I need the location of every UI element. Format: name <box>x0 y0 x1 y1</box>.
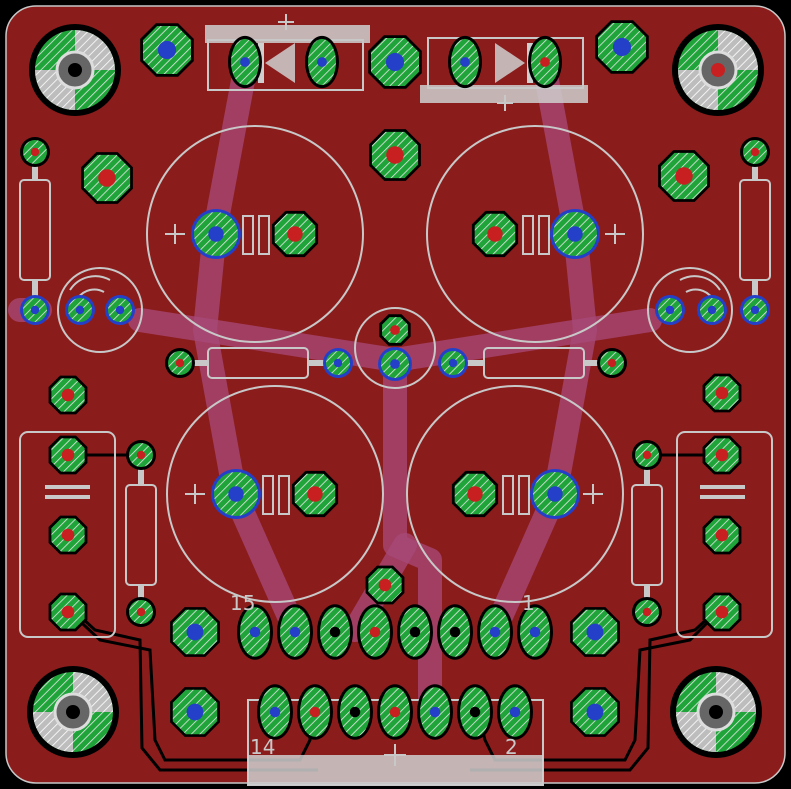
connector-pin-bottom-6 <box>457 684 493 740</box>
connector-pin-top-4 <box>357 604 393 660</box>
connector-pin-bottom-7 <box>497 684 533 740</box>
diode-right-pad-b <box>528 35 562 89</box>
connector-pin-top-1 <box>237 604 273 660</box>
r1-pad-a <box>20 137 50 167</box>
connector-pin-bottom-3 <box>337 684 373 740</box>
pad-left-d <box>48 592 88 632</box>
pad-bottom-left-2 <box>170 687 220 737</box>
c4-pad-neg <box>530 469 580 519</box>
pad-top-2 <box>368 35 422 89</box>
mounting-hole-top-left <box>29 24 121 116</box>
pad-bottom-right-2 <box>570 687 620 737</box>
led-left-pad-a <box>65 295 95 325</box>
capacitor-c1-outline <box>146 125 364 343</box>
c2-pad-pos <box>471 210 519 258</box>
connector-pin-top-8 <box>517 604 553 660</box>
connector-pin-bottom-1 <box>257 684 293 740</box>
r5-pad-b <box>126 597 156 627</box>
diode-left-pad-b <box>305 35 339 89</box>
connector-pin-bottom-4 <box>377 684 413 740</box>
pin-label-2: 2 <box>505 735 518 759</box>
r3-pad-b <box>323 348 353 378</box>
c4-pad-pos <box>451 470 499 518</box>
side-component-right <box>676 431 773 638</box>
connector-pin-top-6 <box>437 604 473 660</box>
pad-right-upper <box>658 150 710 202</box>
c1-pad-pos <box>271 210 319 258</box>
pad-top-1 <box>140 23 194 77</box>
connector-pin-top-2 <box>277 604 313 660</box>
pad-left-c <box>48 515 88 555</box>
r4-pad-a <box>438 348 468 378</box>
pin-label-15: 15 <box>230 591 255 615</box>
cs-pad-a <box>379 314 411 346</box>
capacitor-c4-outline <box>406 385 624 603</box>
mounting-hole-bottom-left <box>27 666 119 758</box>
pad-center-bottom <box>365 565 405 605</box>
c1-pad-neg <box>191 209 241 259</box>
pad-left-a <box>48 375 88 415</box>
c2-pad-neg <box>550 209 600 259</box>
pad-left-b <box>48 435 88 475</box>
connector-pin-bottom-2 <box>297 684 333 740</box>
polarity-markers <box>165 14 625 766</box>
pad-right-d <box>702 592 742 632</box>
pad-right-a <box>702 373 742 413</box>
capacitor-c3-outline <box>166 385 384 603</box>
c3-pad-neg <box>211 469 261 519</box>
pad-left-upper <box>81 152 133 204</box>
r6-pad-a <box>632 440 662 470</box>
pads <box>20 20 770 740</box>
pin-label-1: 1 <box>522 591 535 615</box>
r2-pad-a <box>740 137 770 167</box>
connector-pin-top-3 <box>317 604 353 660</box>
diode-right-pad-a <box>448 35 482 89</box>
led-left-pad-b <box>105 295 135 325</box>
mounting-hole-top-right <box>672 24 764 116</box>
connector-pin-top-5 <box>397 604 433 660</box>
capacitor-small-center-outline <box>354 307 436 389</box>
side-component-left <box>19 431 116 638</box>
r6-pad-b <box>632 597 662 627</box>
pad-center-top <box>369 129 421 181</box>
led-right-pad-a <box>655 295 685 325</box>
led-right-pad-b <box>697 295 727 325</box>
diode-left-pad-a <box>228 35 262 89</box>
cs-pad-b <box>378 347 412 381</box>
pin-label-14: 14 <box>250 735 275 759</box>
pad-right-c <box>702 515 742 555</box>
mounting-hole-bottom-right <box>670 666 762 758</box>
capacitor-c2-outline <box>426 125 644 343</box>
pad-right-b <box>702 435 742 475</box>
r5-pad-a <box>126 440 156 470</box>
r2-pad-b <box>740 295 770 325</box>
c3-pad-pos <box>291 470 339 518</box>
pad-bottom-left-1 <box>170 607 220 657</box>
r1-pad-b <box>20 295 50 325</box>
pad-top-3 <box>595 20 649 74</box>
connector-pin-bottom-5 <box>417 684 453 740</box>
connector-pin-top-7 <box>477 604 513 660</box>
r4-pad-b <box>597 348 627 378</box>
pad-bottom-right-1 <box>570 607 620 657</box>
r3-pad-a <box>165 348 195 378</box>
